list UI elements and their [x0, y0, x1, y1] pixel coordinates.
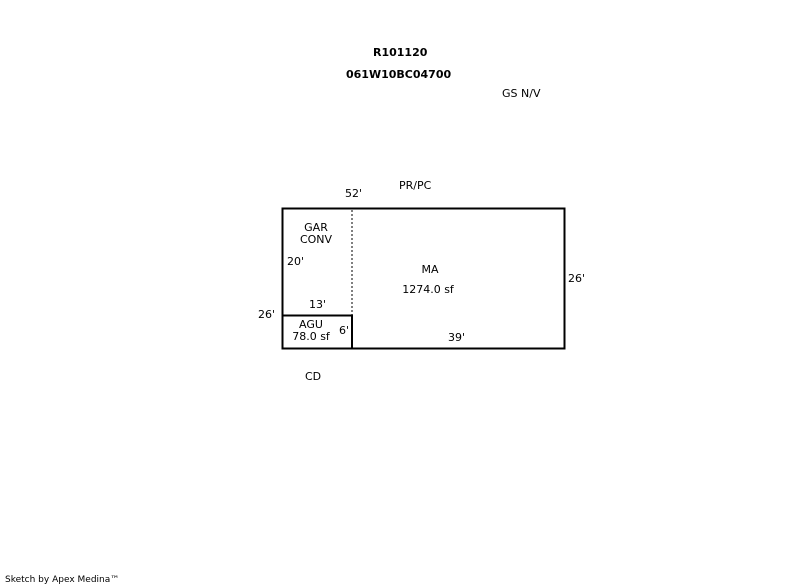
- top-note: PR/PC: [399, 179, 432, 192]
- dimension-gar-height: 20': [287, 255, 305, 268]
- agu-label: AGU: [299, 318, 323, 331]
- footer-credit: Sketch by Apex Medina™: [5, 575, 120, 585]
- bottom-note: CD: [305, 370, 322, 383]
- dimension-ma-bottom: 39': [448, 331, 466, 344]
- building-outline: [281, 207, 566, 350]
- ma-area: 1274.0 sf: [402, 283, 454, 296]
- site-note: GS N/V: [502, 87, 541, 100]
- agu-outline: [281, 314, 353, 350]
- dimension-right: 26': [568, 272, 586, 285]
- dimension-top: 52': [345, 187, 363, 200]
- dimension-gar-width: 13': [309, 298, 327, 311]
- gar-label-line1: GAR: [304, 221, 328, 234]
- map-number: 061W10BC04700: [346, 68, 452, 81]
- agu-area: 78.0 sf: [292, 330, 330, 343]
- dimension-left: 26': [258, 308, 276, 321]
- ma-label: MA: [421, 263, 439, 276]
- gar-label-line2: CONV: [299, 233, 333, 246]
- parcel-id: R101120: [373, 46, 428, 59]
- dimension-agu-height: 6': [339, 324, 350, 337]
